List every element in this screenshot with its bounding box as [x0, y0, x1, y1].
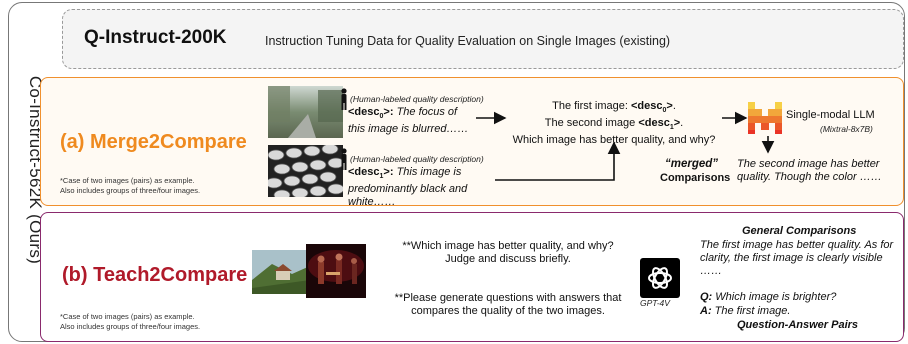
teach2compare-heading: (b) Teach2Compare	[62, 264, 248, 286]
human-icon	[341, 88, 347, 110]
q-instruct-subtitle: Instruction Tuning Data for Quality Eval…	[265, 34, 671, 48]
teach2compare-panel	[40, 212, 904, 342]
desc0-block: <desc0>: The focus of this image is blur…	[348, 106, 469, 136]
desc0-note: (Human-labeled quality description)	[350, 94, 484, 104]
teach-question1: **Which image has better quality, and wh…	[402, 240, 614, 265]
general-comparisons-text: The first image has better quality. As f…	[700, 239, 894, 277]
teach-note-line2: Also includes groups of three/four image…	[60, 322, 201, 331]
general-comparisons-title: General Comparisons	[742, 225, 857, 237]
merge-note-line1: *Case of two images (pairs) as example.	[60, 176, 195, 185]
q-instruct-title: Q-Instruct-200K	[84, 27, 227, 48]
gpt-logo-icon	[640, 258, 680, 298]
mistral-logo-icon	[748, 102, 782, 134]
merge-prompt: The first image: <desc0>. The second ima…	[512, 100, 716, 147]
qa-question: Q: Which image is brighter?	[700, 291, 837, 303]
teach-question2: **Please generate questions with answers…	[394, 292, 622, 317]
concert-photo	[306, 244, 366, 298]
merge-output-text: The second image has better quality. Tho…	[737, 158, 882, 183]
merge2compare-heading: (a) Merge2Compare	[60, 131, 247, 153]
bw-pattern-photo	[268, 145, 343, 197]
village-photo	[252, 250, 310, 294]
merge-note: *Case of two images (pairs) as example. …	[60, 176, 200, 196]
teach-note-line1: *Case of two images (pairs) as example.	[60, 312, 195, 321]
q-instruct-banner	[62, 9, 904, 69]
comparisons-word: Comparisons	[660, 172, 731, 184]
merge2compare-panel	[40, 77, 904, 206]
llm-model: (Mixtral-8x7B)	[820, 124, 873, 134]
llm-label: Single-modal LLM	[786, 109, 875, 121]
gpt-label: GPT-4V	[640, 298, 670, 308]
desc1-note: (Human-labeled quality description)	[350, 154, 484, 164]
teach-note: *Case of two images (pairs) as example. …	[60, 312, 200, 332]
qa-answer: A: The first image.	[700, 305, 791, 317]
merge-note-line2: Also includes groups of three/four image…	[60, 186, 201, 195]
arrow-desc1-to-prompt	[495, 141, 621, 181]
blurred-photo	[268, 86, 343, 138]
qa-pairs-title: Question-Answer Pairs	[737, 319, 859, 331]
human-icon	[341, 148, 347, 170]
merged-word: “merged”	[665, 158, 719, 170]
desc1-block: <desc1>: This image is predominantly bla…	[348, 166, 468, 209]
